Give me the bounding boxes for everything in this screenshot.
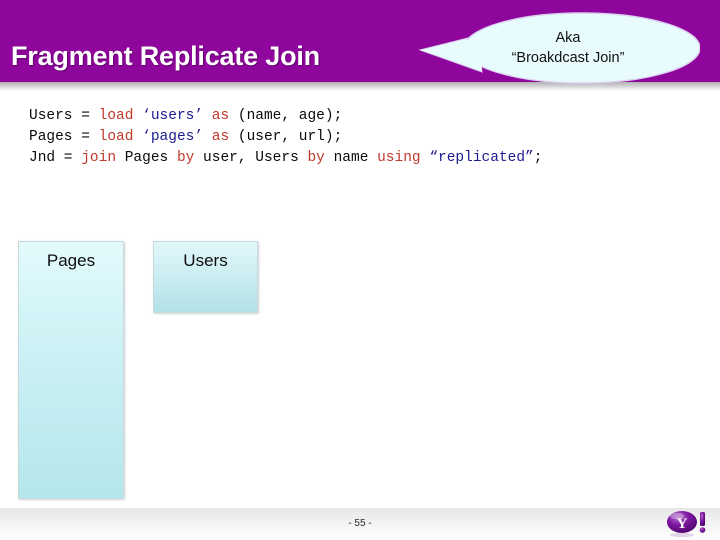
callout-bubble: Aka “Broakdcast Join” bbox=[412, 10, 700, 88]
svg-text:Y: Y bbox=[677, 516, 688, 532]
code-token-plain: ; bbox=[533, 150, 543, 166]
code-token-plain: user, Users bbox=[194, 150, 308, 166]
yahoo-logo-icon: Y bbox=[667, 511, 706, 538]
code-line: Pages = load ‘pages’ as (user, url); bbox=[29, 127, 542, 148]
code-token-plain: name bbox=[324, 150, 378, 166]
callout-line-1: Aka bbox=[555, 30, 581, 46]
code-token-kw: by bbox=[307, 150, 325, 166]
code-token-plain bbox=[133, 129, 142, 145]
code-token-str: “replicated” bbox=[429, 150, 534, 166]
callout-shape-icon bbox=[418, 12, 700, 84]
code-token-kw: load bbox=[98, 129, 134, 145]
footer-band bbox=[0, 508, 720, 540]
code-token-plain bbox=[203, 108, 212, 124]
data-box-users-label: Users bbox=[183, 251, 228, 270]
code-token-plain: (name, age); bbox=[229, 108, 343, 124]
title-banner-shadow bbox=[0, 82, 720, 91]
code-block: Users = load ‘users’ as (name, age);Page… bbox=[29, 106, 542, 169]
code-token-plain bbox=[203, 129, 212, 145]
data-box-pages-label: Pages bbox=[46, 251, 96, 270]
code-token-plain bbox=[133, 108, 142, 124]
callout-line-2: “Broakdcast Join” bbox=[511, 50, 625, 66]
code-token-kw: join bbox=[81, 150, 117, 166]
code-token-str: ‘pages’ bbox=[142, 129, 204, 145]
code-token-plain: Users = bbox=[29, 108, 99, 124]
data-box-users: Users bbox=[153, 241, 258, 313]
code-token-plain: Pages bbox=[116, 150, 177, 166]
code-token-plain: Jnd = bbox=[29, 150, 82, 166]
code-token-kw: load bbox=[98, 108, 134, 124]
code-token-kw: as bbox=[211, 129, 230, 145]
code-line: Users = load ‘users’ as (name, age); bbox=[29, 106, 542, 127]
yahoo-logo: Y bbox=[664, 510, 712, 538]
page-number: - 55 - bbox=[348, 518, 372, 529]
code-token-plain: Pages = bbox=[29, 129, 99, 145]
code-token-kw: as bbox=[211, 108, 230, 124]
code-token-kw: using bbox=[377, 150, 421, 166]
callout-text: Aka “Broakdcast Join” bbox=[456, 28, 680, 68]
code-token-str: ‘users’ bbox=[142, 108, 204, 124]
page-title: Fragment Replicate Join bbox=[11, 41, 320, 71]
code-token-kw: by bbox=[176, 150, 195, 166]
code-token-plain: (user, url); bbox=[229, 129, 343, 145]
code-line: Jnd = join Pages by user, Users by name … bbox=[29, 148, 542, 169]
data-box-pages: Pages bbox=[18, 241, 124, 499]
